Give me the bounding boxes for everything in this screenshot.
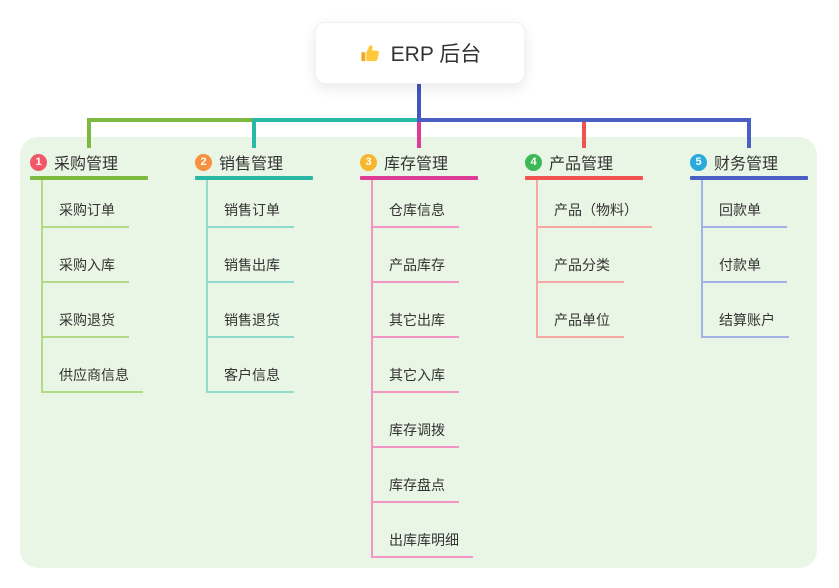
leaf-node[interactable]: 销售出库	[208, 228, 313, 283]
root-title: ERP 后台	[390, 43, 482, 66]
leaf-node[interactable]: 采购退货	[43, 283, 148, 338]
number-badge: 5	[690, 153, 707, 171]
leaf-label: 结算账户	[703, 310, 789, 338]
leaf-label: 其它入库	[373, 365, 459, 393]
leaf-node[interactable]: 销售退货	[208, 283, 313, 338]
branch-sales: 2 销售管理 销售订单 销售出库 销售退货 客户信息	[195, 150, 313, 393]
branch-node[interactable]: 1 采购管理	[30, 150, 148, 174]
branch-items: 仓库信息 产品库存 其它出库 其它入库 库存调拨 库存盘点 出库库明细	[371, 180, 478, 558]
leaf-label: 采购入库	[43, 255, 129, 283]
branch-title: 产品管理	[549, 156, 614, 173]
branch-node[interactable]: 3 库存管理	[360, 150, 478, 174]
leaf-node[interactable]: 采购订单	[43, 180, 148, 228]
branch-items: 销售订单 销售出库 销售退货 客户信息	[206, 180, 313, 393]
branch-underline	[195, 176, 313, 180]
branch-node[interactable]: 4 产品管理	[525, 150, 652, 174]
leaf-node[interactable]: 其它出库	[373, 283, 478, 338]
leaf-node[interactable]: 其它入库	[373, 338, 478, 393]
leaf-label: 产品分类	[538, 255, 624, 283]
leaf-label: 库存盘点	[373, 475, 459, 503]
leaf-node[interactable]: 回款单	[703, 180, 808, 228]
leaf-node[interactable]: 供应商信息	[43, 338, 148, 393]
branch-product: 4 产品管理 产品（物料） 产品分类 产品单位	[525, 150, 652, 338]
branch-node[interactable]: 5 财务管理	[690, 150, 808, 174]
branch-underline	[360, 176, 478, 180]
number-badge: 2	[195, 153, 212, 171]
leaf-node[interactable]: 仓库信息	[373, 180, 478, 228]
branch-title: 财务管理	[714, 156, 779, 173]
leaf-label: 采购退货	[43, 310, 129, 338]
leaf-node[interactable]: 产品（物料）	[538, 180, 652, 228]
branch-inventory: 3 库存管理 仓库信息 产品库存 其它出库 其它入库 库存调拨 库存盘点 出库库…	[360, 150, 478, 558]
leaf-node[interactable]: 销售订单	[208, 180, 313, 228]
connector-drop-branch3	[417, 122, 421, 148]
leaf-label: 回款单	[703, 200, 787, 228]
thumbs-up-icon	[359, 42, 382, 65]
connector-root-stem	[417, 80, 421, 120]
leaf-node[interactable]: 客户信息	[208, 338, 313, 393]
connector-bus-branch2	[252, 118, 419, 122]
branch-title: 库存管理	[384, 156, 449, 173]
leaf-node[interactable]: 采购入库	[43, 228, 148, 283]
leaf-label: 供应商信息	[43, 365, 143, 393]
leaf-label: 仓库信息	[373, 200, 459, 228]
leaf-label: 库存调拨	[373, 420, 459, 448]
branch-underline	[525, 176, 643, 180]
leaf-node[interactable]: 结算账户	[703, 283, 808, 338]
branch-purchase: 1 采购管理 采购订单 采购入库 采购退货 供应商信息	[30, 150, 148, 393]
branch-title: 销售管理	[219, 156, 284, 173]
leaf-label: 产品库存	[373, 255, 459, 283]
leaf-node[interactable]: 出库库明细	[373, 503, 478, 558]
leaf-node[interactable]: 产品库存	[373, 228, 478, 283]
leaf-label: 采购订单	[43, 200, 129, 228]
leaf-node[interactable]: 产品单位	[538, 283, 652, 338]
leaf-label: 付款单	[703, 255, 787, 283]
connector-drop-branch4	[582, 122, 586, 148]
leaf-label: 产品（物料）	[538, 200, 652, 228]
branch-items: 回款单 付款单 结算账户	[701, 180, 808, 338]
leaf-label: 销售出库	[208, 255, 294, 283]
mindmap-panel	[20, 137, 817, 568]
leaf-label: 销售订单	[208, 200, 294, 228]
branch-items: 采购订单 采购入库 采购退货 供应商信息	[41, 180, 148, 393]
branch-node[interactable]: 2 销售管理	[195, 150, 313, 174]
leaf-node[interactable]: 库存调拨	[373, 393, 478, 448]
connector-drop-branch5	[747, 118, 751, 148]
leaf-label: 销售退货	[208, 310, 294, 338]
leaf-node[interactable]: 库存盘点	[373, 448, 478, 503]
branch-finance: 5 财务管理 回款单 付款单 结算账户	[690, 150, 808, 338]
leaf-label: 产品单位	[538, 310, 624, 338]
branch-title: 采购管理	[54, 156, 119, 173]
number-badge: 1	[30, 153, 47, 171]
branch-items: 产品（物料） 产品分类 产品单位	[536, 180, 652, 338]
number-badge: 3	[360, 153, 377, 171]
connector-drop-branch2	[252, 118, 256, 148]
branch-underline	[690, 176, 808, 180]
root-node[interactable]: ERP 后台	[315, 22, 525, 84]
leaf-node[interactable]: 付款单	[703, 228, 808, 283]
number-badge: 4	[525, 153, 542, 171]
connector-bus-branch5	[417, 118, 751, 122]
leaf-node[interactable]: 产品分类	[538, 228, 652, 283]
leaf-label: 出库库明细	[373, 530, 473, 558]
branch-underline	[30, 176, 148, 180]
leaf-label: 客户信息	[208, 365, 294, 393]
connector-drop-branch1	[87, 118, 91, 148]
connector-bus-branch1	[87, 118, 254, 122]
leaf-label: 其它出库	[373, 310, 459, 338]
